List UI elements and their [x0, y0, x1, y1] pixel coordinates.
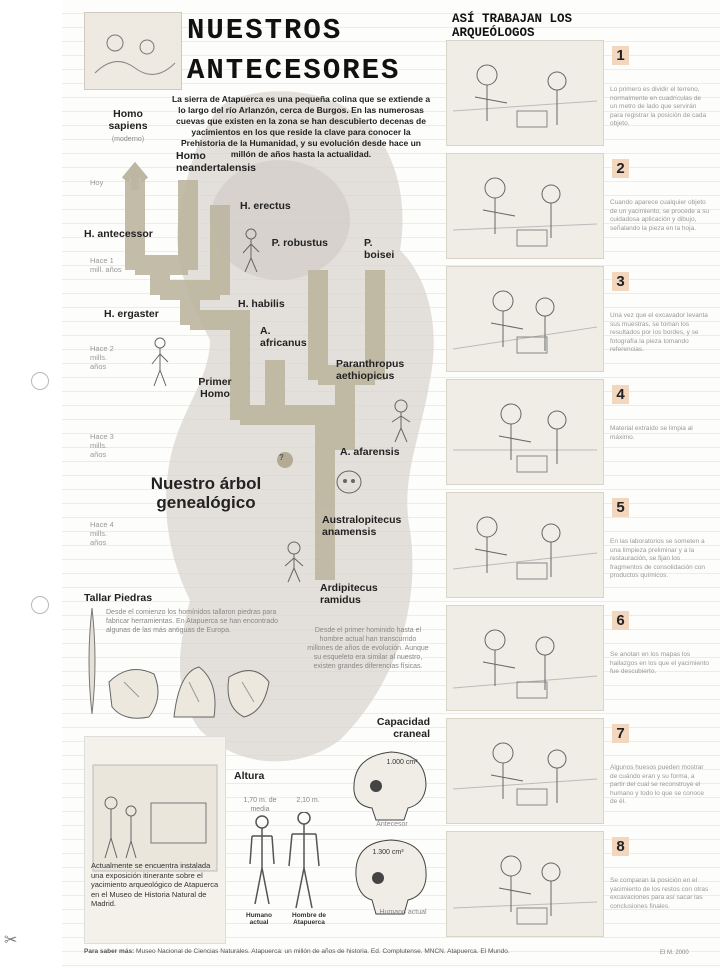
museum-exhibit-sketch [92, 764, 218, 872]
hominid-skull-afarensis [336, 470, 362, 494]
label-antecessor: H. antecessor [84, 228, 153, 240]
footer-source-label: Para saber más: [84, 948, 135, 955]
evolution-note: Desde el primer hominido hasta el hombre… [307, 627, 429, 670]
skull-top-label: Antecesor [376, 821, 408, 828]
hominid-figure-aethiopicus [391, 399, 411, 443]
step-description: Se anotan en los mapas los hallazgos en … [610, 651, 710, 675]
height-figures [249, 812, 320, 909]
label-robustus: P. robustus [271, 237, 328, 249]
time-3my: Hace 3 mills. años [90, 432, 114, 459]
step-illustration [446, 266, 604, 372]
step-illustration [446, 718, 604, 824]
step-number: 2 [612, 159, 629, 178]
label-primer-homo: Primer Homo [198, 376, 232, 400]
label-aethiopicus: Paranthropus aethiopicus [336, 358, 405, 382]
binder-hole-bottom [31, 596, 49, 614]
tools-text: Desde el comienzo los homínidos tallaron… [106, 609, 278, 634]
step-illustration [446, 492, 604, 598]
step-number: 6 [612, 611, 629, 630]
step-number: 1 [612, 46, 629, 65]
dig-sketch-thumbnail [84, 12, 182, 90]
step-illustration [446, 379, 604, 485]
label-afarensis: A. afarensis [340, 446, 400, 458]
step-number: 3 [612, 272, 629, 291]
step-description: Una vez que el excavador levanta sus mue… [610, 312, 708, 353]
museum-panel: Actualmente se encuentra instalada una e… [84, 736, 226, 944]
label-africanus: A. africanus [260, 325, 307, 349]
page-title-line1: NUESTROS [187, 14, 343, 47]
step-number: 5 [612, 498, 629, 517]
footer-code: El M. 2000 [660, 950, 689, 956]
height-modern-value: 1,70 m. de media [243, 797, 277, 813]
time-4my: Hace 4 mills. años [90, 520, 114, 547]
label-neanderthal: Homo neandertalensis [176, 150, 256, 174]
step-illustration [446, 831, 604, 937]
step-description: Se comparan la posición en el yacimiento… [610, 877, 709, 910]
height-antecessor-value: 2,10 m. [296, 797, 320, 804]
step-description: Material extraído se limpia al máximo. [610, 425, 693, 441]
stone-scraper-drawing [88, 607, 96, 715]
time-hoy: Hoy [90, 178, 104, 187]
label-boisei: P. boisei [364, 237, 395, 261]
page-title-line2: ANTECESORES [187, 54, 401, 87]
label-sapiens-note: (moderno) [111, 136, 145, 143]
step-description: Cuando aparece cualquier objeto de un ya… [610, 199, 710, 232]
skull-bottom-label: Humano actual [379, 909, 427, 916]
stone-tools-drawing [108, 666, 270, 719]
step-illustration [446, 605, 604, 711]
label-habilis: H. habilis [238, 298, 285, 310]
steps-heading: ASÍ TRABAJAN LOS ARQUEÓLOGOS [452, 12, 573, 40]
step-number: 7 [612, 724, 629, 743]
footer-source: Para saber más: Museo Nacional de Cienci… [84, 948, 644, 956]
time-2my: Hace 2 mills. años [90, 344, 114, 371]
skull-modern-drawing [355, 839, 427, 915]
skull-antecessor-drawing [353, 751, 427, 821]
hominid-figure-ramidus [284, 541, 304, 583]
scissors-icon: ✂ [4, 932, 18, 949]
time-1my: Hace 1 mill. años [90, 256, 122, 274]
family-tree-branches [121, 161, 385, 580]
label-anamensis: Australopitecus anamensis [322, 514, 402, 538]
label-ergaster: H. ergaster [104, 308, 159, 320]
tree-heading: Nuestro árbol genealógico [150, 474, 262, 512]
hominid-figure-ergaster [151, 337, 169, 387]
label-erectus: H. erectus [240, 200, 291, 212]
label-unknown-ancestor: ? [279, 453, 284, 462]
skull-bottom-value: 1.300 cm³ [372, 849, 404, 856]
step-description: Lo primero es dividir el terreno, normal… [610, 86, 707, 127]
antecessor-label: Hombre de Atapuerca [292, 912, 326, 926]
label-ramidus: Ardipitecus ramidus [320, 582, 378, 606]
skull-heading: Capacidad craneal [376, 716, 430, 740]
intro-paragraph: La sierra de Atapuerca es una pequeña co… [171, 94, 431, 159]
step-description: Algunos huesos pueden mostrar de cuándo … [610, 764, 704, 805]
step-illustration [446, 153, 604, 259]
step-number: 8 [612, 837, 629, 856]
footer-source-text: Museo Nacional de Ciencias Naturales. At… [136, 948, 510, 955]
hominid-figure-erectus [242, 228, 260, 273]
museum-text: Actualmente se encuentra instalada una e… [91, 861, 219, 908]
modern-human-label: Humano actual [246, 912, 272, 926]
tools-heading: Tallar Piedras [84, 592, 153, 604]
height-heading: Altura [234, 770, 265, 782]
label-homo-sapiens: Homo sapiens [108, 108, 148, 132]
step-illustration [446, 40, 604, 146]
step-description: En las laboratorios se someten a una lim… [610, 538, 706, 579]
skull-top-value: 1.000 cm³ [386, 759, 418, 766]
step-number: 4 [612, 385, 629, 404]
binder-hole-top [31, 372, 49, 390]
